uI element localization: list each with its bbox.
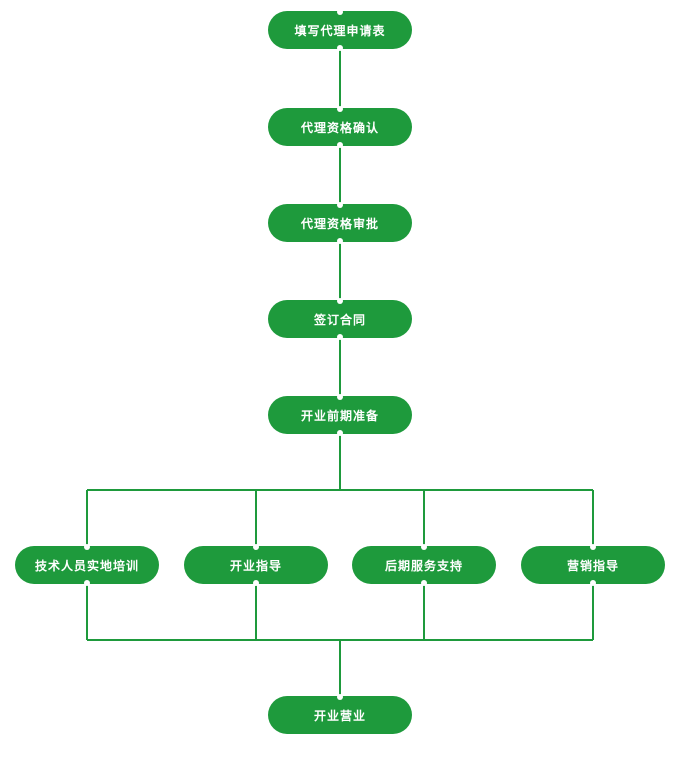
branch-label: 营销指导: [566, 558, 619, 573]
branch-opening-guidance: 开业指导: [184, 544, 328, 586]
connector-dot-icon: [253, 544, 259, 550]
branch-label: 技术人员实地培训: [34, 558, 139, 573]
step-label: 签订合同: [313, 312, 366, 327]
connector-dot-icon: [421, 580, 427, 586]
connector-dot-icon: [421, 544, 427, 550]
connector-dot-icon: [337, 106, 343, 112]
connector-dot-icon: [253, 580, 259, 586]
connector-dot-icon: [337, 142, 343, 148]
step-sign-contract: 签订合同: [268, 298, 412, 340]
branch-label: 开业指导: [229, 558, 282, 573]
connector-dot-icon: [590, 544, 596, 550]
connector-dot-icon: [84, 544, 90, 550]
step-qualification-confirm: 代理资格确认: [268, 106, 412, 148]
branch-onsite-training: 技术人员实地培训: [15, 544, 159, 586]
step-label: 填写代理申请表: [294, 23, 386, 38]
step-open-business: 开业营业: [268, 694, 412, 734]
connector-dot-icon: [337, 45, 343, 51]
connector-dot-icon: [337, 9, 343, 15]
branch-label: 后期服务支持: [384, 558, 463, 573]
connector-dot-icon: [337, 298, 343, 304]
step-label: 开业前期准备: [300, 408, 379, 423]
connector-dot-icon: [590, 580, 596, 586]
step-label: 代理资格确认: [300, 120, 379, 135]
connector-dot-icon: [337, 202, 343, 208]
step-qualification-review: 代理资格审批: [268, 202, 412, 244]
connector-dot-icon: [337, 694, 343, 700]
step-fill-application: 填写代理申请表: [268, 9, 412, 51]
step-label: 代理资格审批: [300, 216, 379, 231]
connector-dot-icon: [337, 430, 343, 436]
connector-dot-icon: [337, 334, 343, 340]
step-label: 开业营业: [313, 708, 366, 723]
branch-marketing-guidance: 营销指导: [521, 544, 665, 586]
branch-after-sales-support: 后期服务支持: [352, 544, 496, 586]
connector-dot-icon: [84, 580, 90, 586]
step-pre-opening-prep: 开业前期准备: [268, 394, 412, 436]
connector-dot-icon: [337, 394, 343, 400]
connector-dot-icon: [337, 238, 343, 244]
